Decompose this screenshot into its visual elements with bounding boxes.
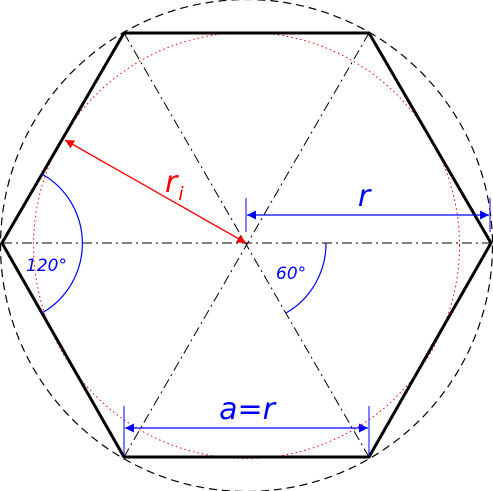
inradius-label: ri [165,165,184,205]
interior-angle-label: 120° [26,256,67,276]
diagonal-2 [123,32,370,458]
side-label: a=r [219,392,277,427]
central-angle-label: 60° [276,264,306,284]
center-lines [2,32,491,458]
hexagon-outline [0,31,493,459]
radius-label: r [358,179,372,214]
interior-angle-arc [41,173,83,314]
inradius-arrow [64,139,247,244]
central-angle-arc [285,242,327,314]
